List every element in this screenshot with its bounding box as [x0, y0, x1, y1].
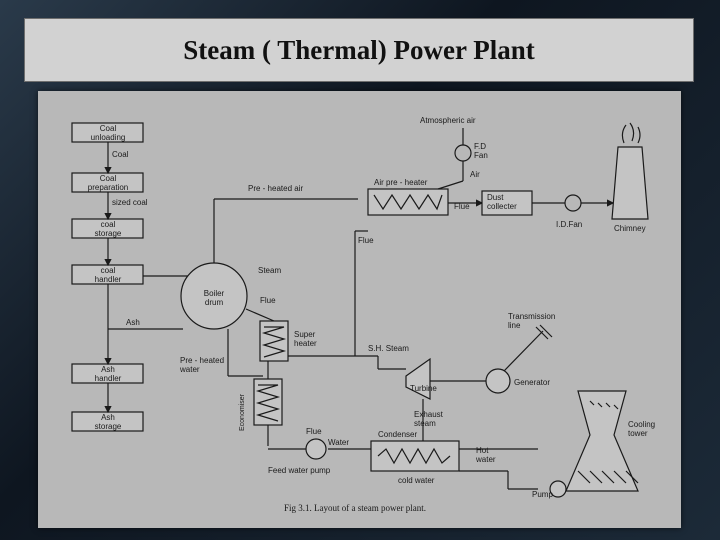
label-atmospheric-air: Atmospheric air	[420, 116, 476, 125]
label-feed-water-pump: Feed water pump	[268, 466, 331, 475]
label-turbine: Turbine	[410, 384, 437, 393]
label-ash: Ash	[126, 318, 140, 327]
label-sh-steam: S.H. Steam	[368, 344, 409, 353]
label-coal: Coal	[112, 150, 129, 159]
figure-caption: Fig 3.1. Layout of a steam power plant.	[284, 503, 426, 513]
label-sized-coal: sized coal	[112, 198, 148, 207]
title-box: Steam ( Thermal) Power Plant	[24, 18, 694, 82]
label-economiser: Economiser	[239, 393, 246, 431]
diagram-lines	[71, 122, 649, 498]
label-id-fan: I.D.Fan	[556, 220, 582, 229]
label-generator: Generator	[514, 378, 550, 387]
slide-title: Steam ( Thermal) Power Plant	[183, 34, 535, 65]
label-flue-out: Flue	[454, 202, 470, 211]
label-chimney: Chimney	[614, 224, 646, 233]
label-flue-up: Flue	[358, 236, 374, 245]
label-water: Water	[328, 438, 349, 447]
label-air: Air	[470, 170, 480, 179]
label-steam: Steam	[258, 266, 281, 275]
label-cold-water: cold water	[398, 476, 435, 485]
label-air-preheater: Air pre - heater	[374, 178, 428, 187]
label-pump: Pump	[532, 490, 553, 499]
label-flue-drum: Flue	[260, 296, 276, 305]
label-preheated-air: Pre - heated air	[248, 184, 303, 193]
label-condenser: Condenser	[378, 430, 417, 439]
label-flue-eco: Flue	[306, 427, 322, 436]
